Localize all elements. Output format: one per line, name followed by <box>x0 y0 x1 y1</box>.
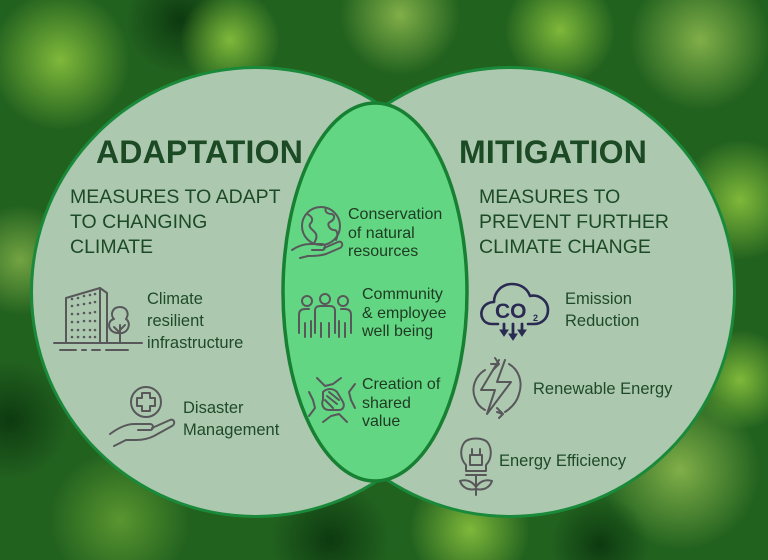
co2-cloud-icon: CO 2 <box>480 282 550 341</box>
adaptation-item-infrastructure-label: Climate resilient infrastructure <box>147 290 244 352</box>
overlap-item-community-label: Community & employee well being <box>362 286 447 340</box>
building-tree-icon <box>53 287 143 351</box>
overlap-lens <box>281 101 469 483</box>
adaptation-item-disaster-label: Disaster Management <box>183 399 280 439</box>
svg-text:CO: CO <box>495 300 527 323</box>
mitigation-title: MITIGATION <box>459 134 648 170</box>
mitigation-item-efficiency-label: Energy Efficiency <box>499 452 627 470</box>
renewable-lightning-icon <box>472 357 522 419</box>
mitigation-item-renewable-label: Renewable Energy <box>533 380 673 398</box>
mitigation-subtitle: MEASURES TO PREVENT FURTHER CLIMATE CHAN… <box>479 186 669 258</box>
adaptation-subtitle: MEASURES TO ADAPT TO CHANGING CLIMATE <box>70 186 281 258</box>
hand-medical-cross-icon <box>109 386 176 447</box>
people-group-icon <box>298 293 352 338</box>
hand-globe-icon <box>291 206 344 259</box>
svg-text:2: 2 <box>533 313 538 323</box>
overlap-item-shared-value-label: Creation of shared value <box>362 376 441 430</box>
mitigation-item-emission-label: Emission Reduction <box>565 290 640 330</box>
adaptation-title: ADAPTATION <box>96 134 304 170</box>
stacked-hands-icon <box>308 377 356 423</box>
overlap-item-conservation-label: Conservation of natural resources <box>348 206 443 260</box>
bulb-leaves-icon <box>459 437 493 496</box>
